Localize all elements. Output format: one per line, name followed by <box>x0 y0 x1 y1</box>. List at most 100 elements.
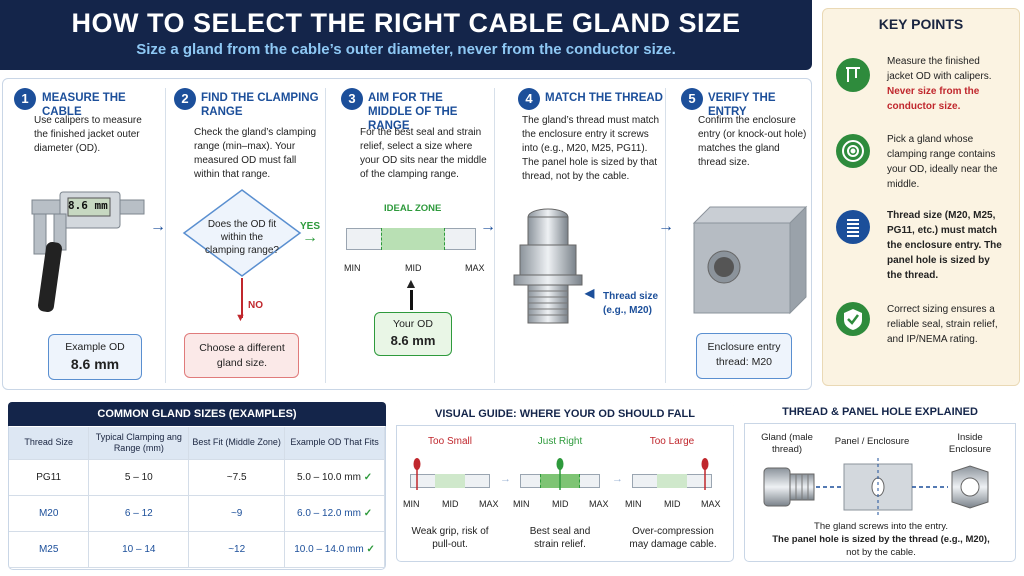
arrow-right-icon: → <box>612 473 623 485</box>
example-od-label: Example OD <box>65 341 125 353</box>
no-action-box <box>184 333 299 378</box>
table-cell: M25 <box>9 531 90 568</box>
table-header: Typical Clamping ang Range (mm) <box>88 427 190 460</box>
guide-min-label: MIN <box>403 499 420 509</box>
gland-label: Gland (male thread) <box>761 432 813 455</box>
caliper-icon <box>836 58 870 92</box>
table-cell: 5.0 – 10.0 mm ✓ <box>284 459 385 496</box>
thread-icon <box>836 210 870 244</box>
arrow-right-icon: → <box>302 229 318 246</box>
arrow-down-icon: ▼ <box>235 312 246 324</box>
thread-panel-title: THREAD & PANEL HOLE EXPLAINED <box>744 400 1016 424</box>
key-point-2: Pick a gland whose clamping range contai… <box>887 134 998 190</box>
table-row: M20 6 – 12 ~9 6.0 – 12.0 mm ✓ <box>9 495 385 532</box>
example-od-box <box>48 334 142 380</box>
arrow-right-icon: → <box>480 218 496 235</box>
thread-size-label: Thread size (e.g., M20) <box>603 291 659 316</box>
step-3-text: For the best seal and strain relief, sel… <box>360 127 487 180</box>
arrow-right-icon: → <box>658 218 674 235</box>
decision-diamond <box>182 189 302 277</box>
step-divider <box>165 88 166 383</box>
yes-label: YES <box>300 221 321 232</box>
enclosure-illustration <box>692 205 808 315</box>
table-cell: PG11 <box>9 459 90 496</box>
guide-mid-label: MID <box>442 499 459 509</box>
step-5-number: 5 <box>681 88 703 110</box>
shield-check-icon <box>836 302 870 336</box>
table-cell: 10 – 14 <box>88 531 190 568</box>
guide-min-label: MIN <box>513 499 530 509</box>
panel-enclosure-label: Panel / Enclosure <box>834 436 910 447</box>
table-cell: ~7.5 <box>188 459 286 496</box>
table-header: Thread Size <box>9 427 90 460</box>
table-header: Best Fit (Middle Zone) <box>188 427 286 460</box>
visual-guide-title: VISUAL GUIDE: WHERE YOUR OD SHOULD FALL <box>396 402 734 426</box>
thread-diagram <box>763 458 989 516</box>
guide-ideal-zone <box>435 474 465 488</box>
ideal-zone-label: IDEAL ZONE <box>384 203 442 214</box>
gland-sizes-table: Thread Size Typical Clamping ang Range (… <box>9 427 385 568</box>
pointer-line <box>410 290 413 310</box>
enclosure-entry-label: Enclosure entry thread: M20 <box>707 341 781 368</box>
check-icon: ✓ <box>366 543 375 555</box>
marker-too-large <box>701 458 709 490</box>
step-3-number: 3 <box>341 88 363 110</box>
key-point-1-highlight: Never size from the conductor size. <box>887 86 980 112</box>
key-point-3-highlight: The panel hole is sized by the thread. <box>887 240 1002 281</box>
range-max-label: MAX <box>465 263 485 273</box>
guide-max-label: MAX <box>701 499 721 509</box>
table-cell: ~9 <box>188 495 286 532</box>
step-4-text: The gland’s thread must match the enclos… <box>522 115 660 182</box>
caption-just-right: Best seal and strain relief. <box>529 526 591 550</box>
caliper-reading: 8.6 mm <box>68 199 108 212</box>
table-cell: 6 – 12 <box>88 495 190 532</box>
case-label-too-large: Too Large <box>649 436 695 447</box>
table-cell: ~12 <box>188 531 286 568</box>
step-4-number: 4 <box>518 88 540 110</box>
marker-just-right <box>556 458 564 490</box>
step-5-text: Confirm the enclosure entry (or knock-ou… <box>698 115 807 168</box>
step-3-title: AIM FOR THE MIDDLE OF THE RANGE <box>368 92 458 132</box>
key-point-3: Thread size (M20, M25, PG11, etc.) must … <box>887 208 1003 283</box>
thread-caption-2: The panel hole is sized by the thread (e… <box>772 534 990 545</box>
guide-mid-label: MID <box>664 499 681 509</box>
table-cell: 6.0 – 12.0 mm ✓ <box>284 495 385 532</box>
arrow-left-icon: ◀ <box>585 286 595 300</box>
inside-enclosure-label: Inside Enclosure <box>948 432 992 455</box>
thread-caption-1: The gland screws into the entry. <box>814 521 948 532</box>
thread-caption-3: not by the cable. <box>846 547 916 558</box>
key-point-1-text: Measure the finished jacket OD with cali… <box>887 56 992 82</box>
table-header: Example OD That Fits <box>284 427 385 460</box>
step-2-title: FIND THE CLAMPING RANGE <box>201 92 319 118</box>
page-title: HOW TO SELECT THE RIGHT CABLE GLAND SIZE <box>71 8 741 38</box>
case-label-just-right: Just Right <box>537 436 583 447</box>
table-row: M25 10 – 14 ~12 10.0 – 14.0 mm ✓ <box>9 531 385 568</box>
arrow-right-icon: → <box>150 218 166 235</box>
caption-too-small: Weak grip, risk of pull-out. <box>411 526 489 550</box>
table-cell: 5 – 10 <box>88 459 190 496</box>
table-cell: 10.0 – 14.0 mm ✓ <box>284 531 385 568</box>
step-divider <box>494 88 495 383</box>
target-icon <box>836 134 870 168</box>
key-point-3-text: Thread size (M20, M25, PG11, etc.) must … <box>887 210 998 251</box>
page-subtitle: Size a gland from the cable’s outer diam… <box>136 41 676 58</box>
ideal-zone <box>381 228 445 250</box>
caption-too-large: Over-compression may damage cable. <box>629 526 717 550</box>
no-label: NO <box>248 300 263 311</box>
no-arrow-line <box>241 278 243 318</box>
your-od-box <box>374 312 452 356</box>
step-1-title: MEASURE THE CABLE <box>42 92 126 118</box>
your-od-label: Your OD <box>393 318 433 330</box>
step-divider <box>665 88 666 383</box>
guide-min-label: MIN <box>625 499 642 509</box>
step-1-number: 1 <box>14 88 36 110</box>
header-banner <box>0 0 812 70</box>
marker-too-small <box>413 458 421 490</box>
decision-question: Does the OD fit within the clamping rang… <box>205 219 279 256</box>
your-od-value: 8.6 mm <box>390 333 436 348</box>
check-icon: ✓ <box>363 507 373 519</box>
cable-gland-illustration <box>513 208 583 324</box>
table-cell: M20 <box>9 495 90 532</box>
guide-max-label: MAX <box>589 499 609 509</box>
guide-ideal-zone <box>657 474 687 488</box>
